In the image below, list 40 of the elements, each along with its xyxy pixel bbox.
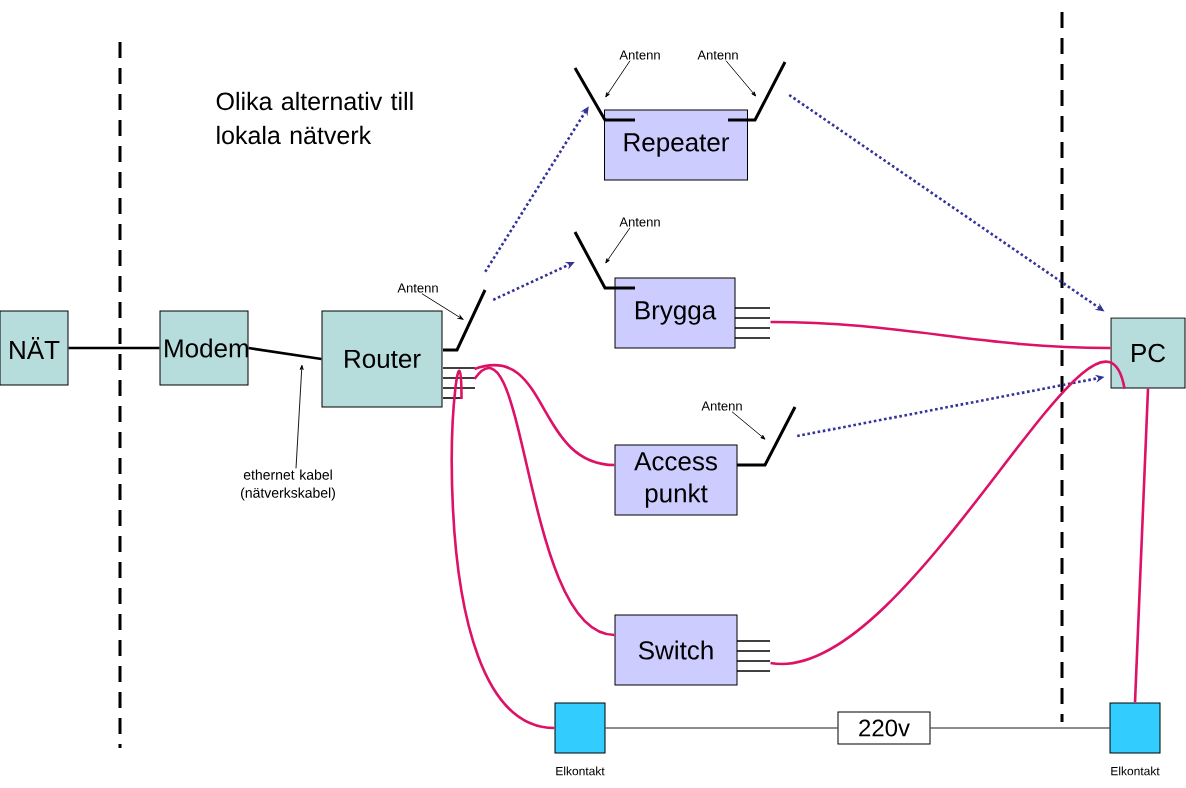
cable-line	[68, 346, 160, 350]
cable-line	[1133, 388, 1150, 703]
title: Olika alternativ till lokala nätverk	[216, 91, 413, 145]
antenna-label: Antenn	[701, 401, 742, 411]
power-line	[930, 727, 1110, 729]
leader-line	[605, 227, 631, 264]
device-box: Switch	[614, 614, 738, 686]
cable-line	[474, 363, 615, 467]
leader-line	[731, 411, 766, 440]
antenna-label: Antenn	[619, 217, 660, 227]
cable-line	[473, 367, 615, 637]
power-outlet	[554, 702, 606, 754]
outlet-label: Elkontakt	[1111, 766, 1160, 776]
leader-line	[605, 60, 631, 98]
device-box: NÄT	[0, 310, 69, 386]
cable-line	[248, 346, 322, 361]
cable-line	[770, 362, 1126, 665]
device-box: Router	[321, 310, 443, 408]
device-box: Brygga	[614, 277, 736, 349]
antenna-label: Antenn	[619, 50, 660, 60]
antenna-drawing	[573, 231, 635, 290]
cable-line	[770, 320, 1111, 350]
device-box: Access punkt	[614, 444, 738, 516]
antenna-drawing	[728, 61, 787, 122]
device-box: Modem	[159, 310, 249, 386]
power-outlet	[1109, 702, 1161, 754]
cable-line	[450, 372, 555, 730]
voltage-box: 220v	[837, 711, 931, 745]
antenna-drawing	[573, 67, 635, 122]
device-box: Repeater	[604, 109, 748, 181]
device-box: PC	[1110, 317, 1186, 389]
note-text: ethernet kabel (nätverkskabel)	[241, 469, 335, 501]
antenna-label: Antenn	[697, 50, 738, 60]
antenna-drawing	[443, 289, 487, 352]
leader-line	[421, 293, 464, 320]
antenna-label: Antenn	[397, 283, 438, 293]
power-line	[605, 727, 838, 729]
leader-line	[295, 364, 304, 469]
leader-line	[725, 60, 757, 97]
outlet-label: Elkontakt	[556, 766, 605, 776]
